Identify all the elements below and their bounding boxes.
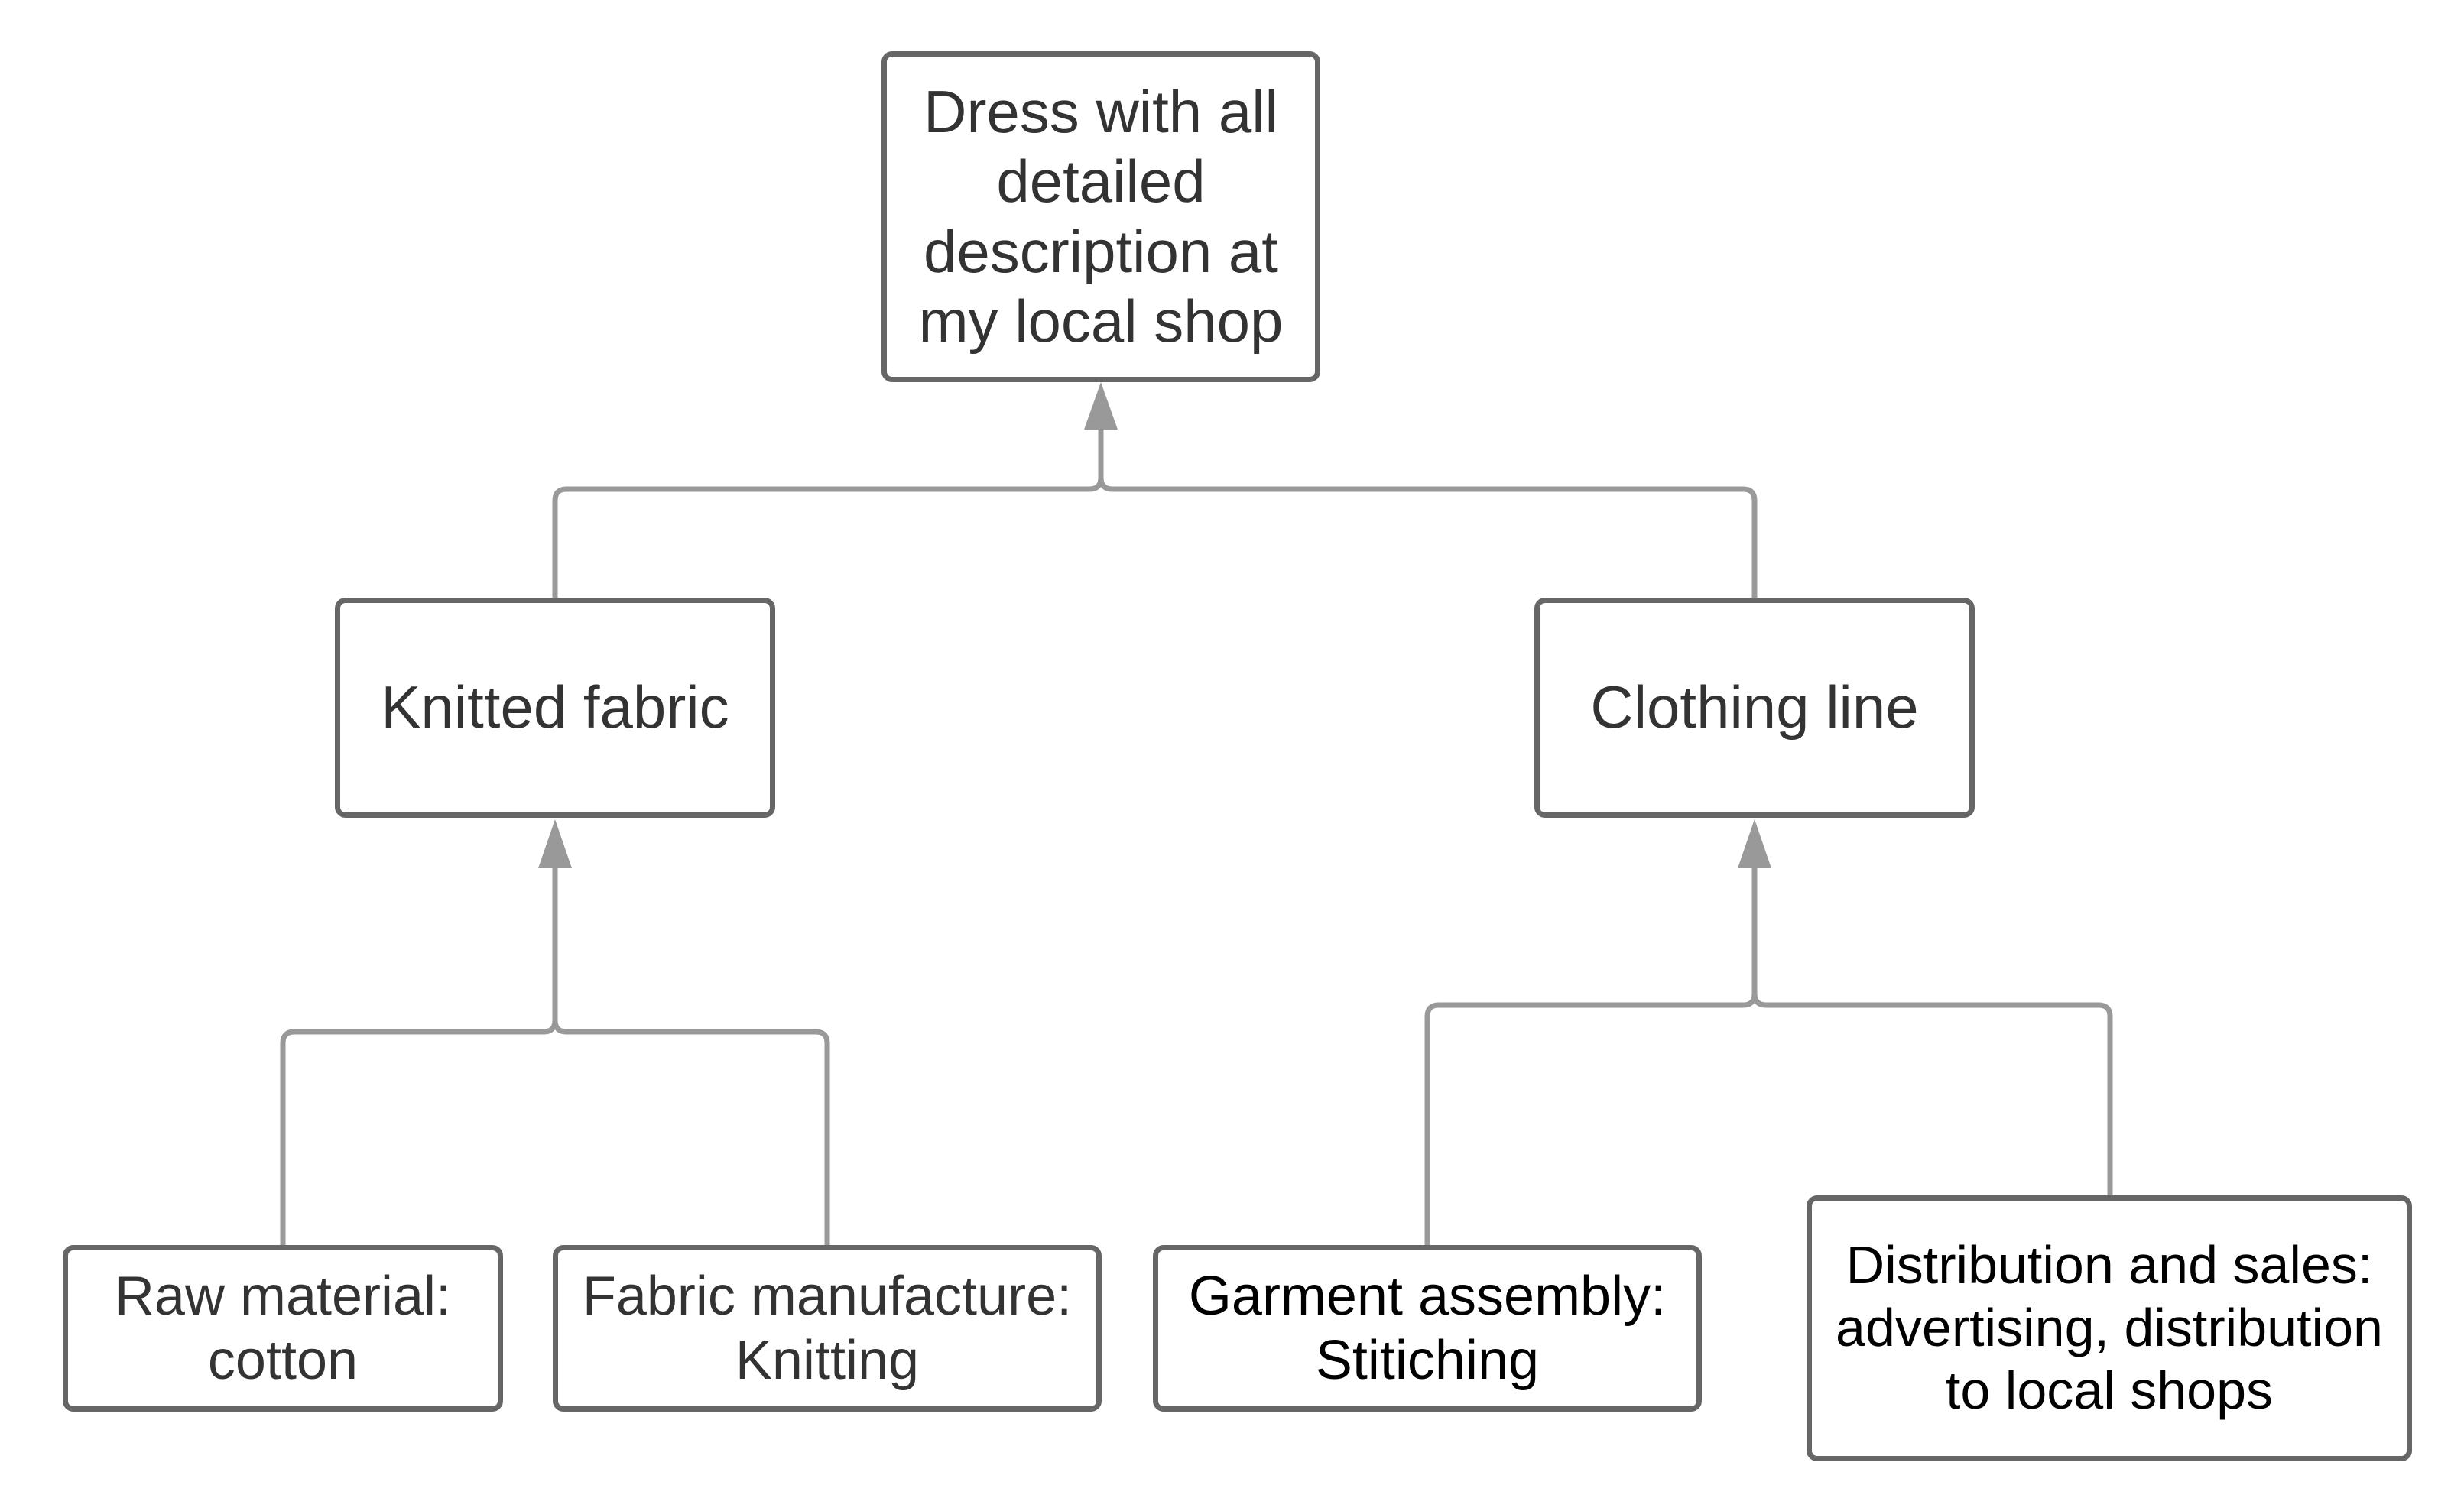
edge-distribution-sales-to-clothing-line: [1751, 867, 2113, 1195]
node-raw-material[interactable]: Raw material: cotton: [63, 1245, 503, 1412]
edge-knitted-fabric-to-root: [552, 424, 1104, 598]
arrowhead-knitted-fabric: [538, 819, 572, 868]
arrowhead-root: [1084, 382, 1118, 430]
edge-garment-assembly-to-clothing-line: [1424, 867, 1758, 1245]
node-raw-material-label: Raw material: cotton: [114, 1265, 452, 1391]
node-knitted-fabric[interactable]: Knitted fabric: [335, 598, 775, 818]
edge-clothing-line-to-root: [1098, 424, 1758, 598]
node-fabric-manufacture-label: Fabric manufacture: Knitting: [582, 1265, 1073, 1391]
node-garment-assembly[interactable]: Garment assembly: Stitiching: [1153, 1245, 1702, 1412]
node-distribution-sales[interactable]: Distribution and sales: advertising, dis…: [1807, 1195, 2412, 1461]
arrowhead-clothing-line: [1738, 819, 1771, 868]
node-knitted-fabric-label: Knitted fabric: [381, 673, 729, 741]
node-garment-assembly-label: Garment assembly: Stitiching: [1188, 1265, 1667, 1391]
node-root-label: Dress with all detailed description at m…: [918, 78, 1284, 355]
node-root[interactable]: Dress with all detailed description at m…: [881, 51, 1320, 382]
edge-fabric-manufacture-to-knitted-fabric: [552, 867, 830, 1245]
edge-raw-material-to-knitted-fabric: [280, 867, 558, 1245]
node-clothing-line[interactable]: Clothing line: [1534, 598, 1975, 818]
node-distribution-sales-label: Distribution and sales: advertising, dis…: [1836, 1235, 2383, 1420]
node-clothing-line-label: Clothing line: [1590, 673, 1919, 741]
node-fabric-manufacture[interactable]: Fabric manufacture: Knitting: [553, 1245, 1102, 1412]
